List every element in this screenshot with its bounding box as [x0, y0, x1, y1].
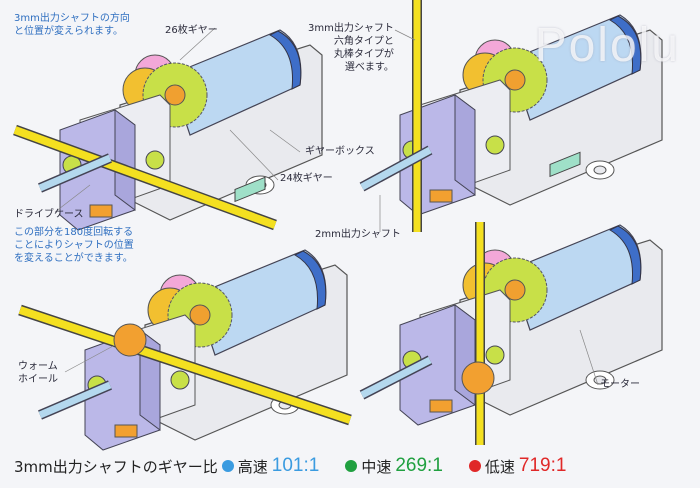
label-shaft2: 2mm出力シャフト [315, 229, 401, 240]
gear-ratio-title: 3mm出力シャフトのギヤー比 [14, 457, 218, 476]
high-speed-dot-icon [221, 460, 234, 472]
low-speed-label: 低速 [484, 457, 515, 476]
direction-note: 3mm出力シャフトの方向 と位置が変えられます。 [14, 12, 130, 38]
label-gear26: 26枚ギヤー [165, 25, 218, 36]
high-speed-label: 高速 [237, 457, 268, 476]
high-speed-ratio: 101:1 [271, 455, 320, 476]
low-speed-ratio: 719:1 [518, 455, 567, 476]
shaft3-line-4: 選べます。 [344, 62, 394, 73]
gear-ratio-legend: 3mm出力シャフトのギヤー比 高速 101:1 中速 269:1 低速 719:… [14, 455, 566, 477]
worm-line-1: ウォーム [18, 361, 58, 372]
label-drive-case: ドライブケース [14, 209, 84, 220]
rotate-note-line-3: を変えることができます。 [14, 253, 133, 264]
label-worm-wheel: ウォーム ホイール [18, 360, 58, 386]
direction-note-line-1: 3mm出力シャフトの方向 [14, 13, 130, 24]
shaft3-line-1: 3mm出力シャフト [308, 23, 394, 34]
worm-line-2: ホイール [18, 374, 58, 385]
low-speed-dot-icon [468, 460, 481, 472]
watermark: Pololu [534, 19, 680, 72]
shaft3-line-3: 丸棒タイプが [333, 49, 394, 60]
shaft3-line-2: 六角タイプと [333, 36, 394, 47]
label-motor: モーター [600, 379, 640, 390]
direction-note-line-2: と位置が変えられます。 [14, 26, 123, 37]
label-gear24: 24枚ギヤー [280, 173, 333, 184]
mid-speed-ratio: 269:1 [395, 455, 443, 476]
mid-speed-dot-icon [345, 460, 358, 472]
label-gearbox: ギヤーボックス [305, 146, 375, 157]
gearbox-illustrations [13, 0, 663, 451]
worm-wheel [113, 323, 147, 357]
rotate-note-line-2: ことによりシャフトの位置 [14, 240, 134, 251]
mid-speed-label: 中速 [361, 457, 392, 476]
rotate-note-line-1: この部分を180度回転する [14, 227, 134, 238]
diagram-canvas: Pololu 3mm出力シャフトの方向 と位置が変えられます。 26枚ギヤー 3… [0, 0, 700, 488]
label-shaft3: 3mm出力シャフト 六角タイプと 丸棒タイプが 選べます。 [308, 22, 394, 74]
rotate-note: この部分を180度回転する ことによりシャフトの位置 を変えることができます。 [14, 226, 134, 265]
